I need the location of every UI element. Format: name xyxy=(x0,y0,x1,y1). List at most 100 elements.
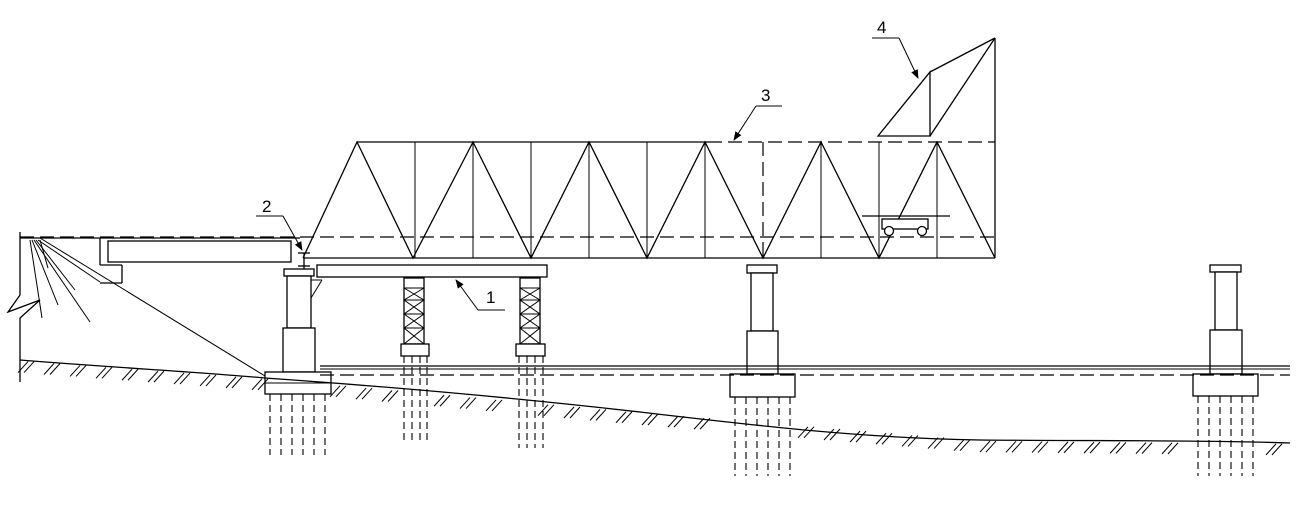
ground-hatch xyxy=(953,439,965,452)
ground-hatch xyxy=(231,376,243,389)
ground-hatch xyxy=(205,374,217,387)
nose-structure xyxy=(876,37,996,137)
ground-hatch xyxy=(225,376,237,389)
ground-hatch xyxy=(1063,441,1075,454)
ground-hatch xyxy=(855,430,867,443)
ground-hatch xyxy=(1271,443,1283,456)
water-surface xyxy=(320,365,1290,376)
ground-hatch xyxy=(101,366,113,379)
ground-hatch xyxy=(959,439,971,452)
ground-hatch xyxy=(1005,441,1017,453)
pier-left xyxy=(264,252,332,395)
ground-hatch xyxy=(199,374,211,387)
ground-hatch xyxy=(621,411,633,424)
ground-profile xyxy=(17,359,1291,456)
ground-hatch xyxy=(1109,442,1121,454)
callout-2: 2 xyxy=(256,197,303,251)
ground-hatch xyxy=(17,361,29,373)
ground-hatch xyxy=(875,432,887,445)
ground-hatch xyxy=(1167,442,1179,455)
callout-4: 4 xyxy=(872,18,919,79)
ground-hatch xyxy=(439,394,451,407)
launching-truss xyxy=(20,38,996,260)
ground-hatch xyxy=(127,368,139,381)
ground-hatch xyxy=(699,417,711,430)
ground-hatch xyxy=(1011,441,1023,453)
ground-hatch xyxy=(1135,442,1147,454)
ground-hatch xyxy=(933,437,945,449)
ground-hatch xyxy=(881,432,893,445)
temporary-support-a xyxy=(400,277,430,357)
ground-hatch xyxy=(251,378,263,391)
abutment xyxy=(6,232,300,382)
ground-hatch xyxy=(589,409,601,421)
label-1: 1 xyxy=(486,288,495,307)
ground-hatch xyxy=(641,413,653,426)
ground-hatch xyxy=(459,397,471,409)
ground-hatch xyxy=(849,430,861,443)
ground-hatch xyxy=(43,363,55,375)
ground-hatch xyxy=(667,415,679,428)
ground-hatch xyxy=(153,370,165,383)
ground-hatch xyxy=(1115,442,1127,454)
ground-hatch xyxy=(1031,441,1043,453)
ground-hatch xyxy=(829,428,841,441)
ground-hatch xyxy=(355,387,367,400)
ground-hatch xyxy=(69,365,81,377)
ground-hatch xyxy=(147,370,159,383)
ground-hatch xyxy=(1141,442,1153,454)
label-2: 2 xyxy=(262,197,271,216)
ground-hatch xyxy=(1037,441,1049,453)
ground-hatch xyxy=(543,404,555,416)
ground-hatch xyxy=(1057,441,1069,454)
label-3: 3 xyxy=(761,86,770,105)
ground-hatch xyxy=(693,417,705,430)
ground-hatch xyxy=(803,426,815,439)
callout-3: 3 xyxy=(733,86,782,141)
ground-hatch xyxy=(381,390,393,402)
ground-hatch xyxy=(23,361,35,373)
ground-hatch xyxy=(361,387,373,400)
ground-hatch xyxy=(647,413,659,426)
ground-hatch xyxy=(335,385,347,398)
ground-hatch xyxy=(491,399,503,412)
ground-hatch xyxy=(907,435,919,447)
ground-hatch xyxy=(1265,443,1277,456)
ground-hatch xyxy=(1083,441,1095,454)
ground-hatch xyxy=(569,406,581,419)
label-4: 4 xyxy=(877,18,886,37)
pier-middle xyxy=(729,264,796,398)
ground-hatch xyxy=(257,378,269,391)
ground-hatch xyxy=(563,406,575,419)
ground-hatch xyxy=(901,435,913,447)
existing-beam xyxy=(107,240,292,263)
ground-hatch xyxy=(433,394,445,407)
ground-hatch xyxy=(595,409,607,421)
ground-hatch xyxy=(985,440,997,453)
ground-hatch xyxy=(1161,442,1173,455)
callout-1: 1 xyxy=(455,279,505,311)
ground-hatch xyxy=(537,404,549,416)
temporary-support-b xyxy=(515,277,546,357)
abutment-fan-hatch xyxy=(29,239,101,323)
ground-hatch xyxy=(797,426,809,439)
ground-hatch xyxy=(1089,441,1101,454)
ground-hatch xyxy=(121,368,133,381)
ground-hatch xyxy=(173,372,185,385)
ground-hatch xyxy=(615,411,627,424)
ground-hatch xyxy=(465,397,477,409)
ground-hatch xyxy=(673,415,685,428)
ground-hatch xyxy=(49,363,61,375)
ground-hatch xyxy=(329,385,341,398)
piles xyxy=(269,356,1254,476)
precast-beam xyxy=(316,264,548,278)
ground-hatch xyxy=(927,437,939,449)
ground-hatch xyxy=(485,399,497,412)
ground-hatch xyxy=(979,440,991,453)
ground-hatch xyxy=(179,372,191,385)
ground-hatch xyxy=(75,365,87,377)
pier-right xyxy=(1192,264,1259,397)
ground-hatch xyxy=(387,390,399,402)
ground-hatch xyxy=(95,366,107,379)
